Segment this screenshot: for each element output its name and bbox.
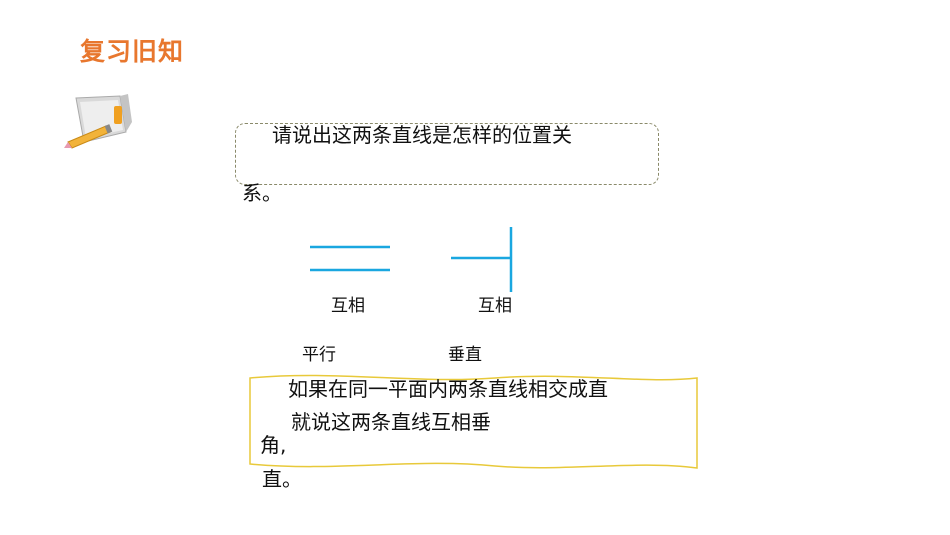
line-figures — [310, 227, 513, 292]
question-line-1: 请说出这两条直线是怎样的位置关 — [272, 123, 572, 147]
answer-scroll-frame — [249, 374, 698, 469]
parallel-label-bottom: 平行 — [302, 345, 336, 365]
answer-line-1: 如果在同一平面内两条直线相交成直 — [288, 377, 608, 401]
answer-line-4: 直。 — [262, 467, 302, 491]
perpendicular-label-top: 互相 — [478, 296, 512, 316]
notebook-pencil-icon — [64, 94, 132, 149]
page-title: 复习旧知 — [80, 37, 185, 66]
perpendicular-label-bottom: 垂直 — [448, 345, 482, 365]
parallel-label-top: 互相 — [331, 296, 365, 316]
question-box — [235, 123, 659, 185]
answer-line-3: 角, — [260, 433, 287, 457]
answer-line-2: 就说这两条直线互相垂 — [291, 410, 491, 434]
question-line-2: 系。 — [242, 181, 282, 205]
